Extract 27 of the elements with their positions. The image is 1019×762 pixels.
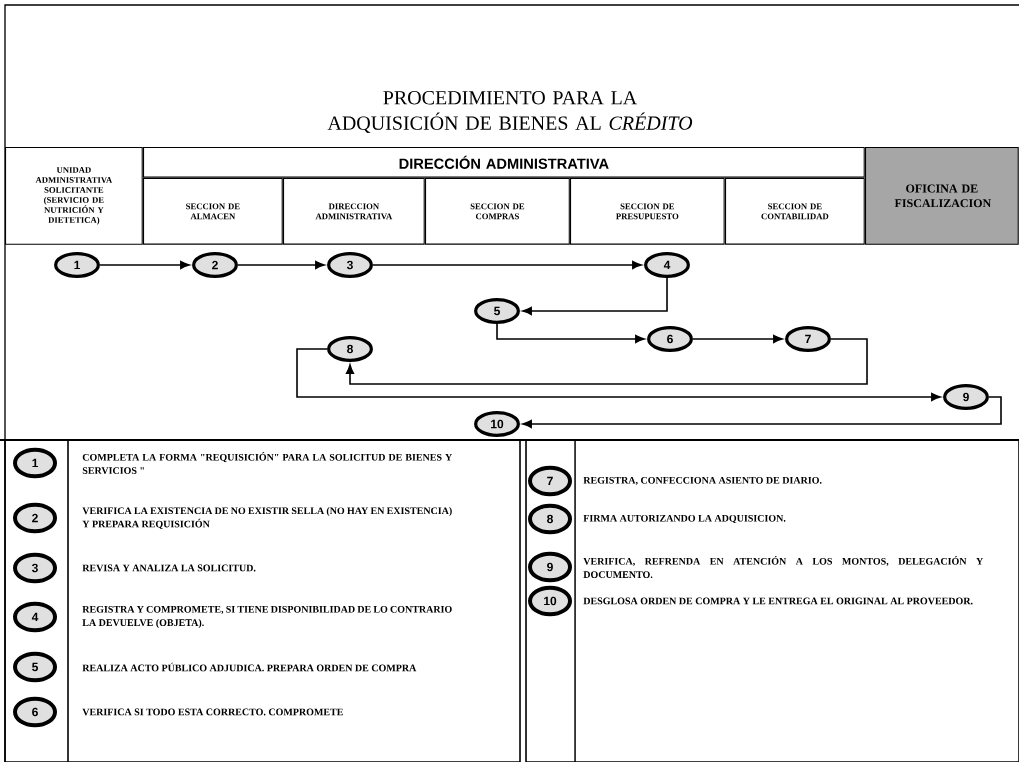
step-description: REGISTRA Y COMPROMETE, SI TIENE DISPONIBILIDAD DE LO CONTRARIO LA DEVUELVE (OBJETA).	[82, 605, 452, 629]
step-description: REALIZA ACTO PÚBLICO ADJUDICA. PREPARA ORDEN DE COMPRA	[82, 662, 417, 672]
step-description: VERIFICA SI TODO ESTA CORRECTO. COMPROMETE	[82, 708, 343, 716]
arrow	[522, 277, 668, 316]
arrow	[99, 260, 190, 270]
column-header: DIRECCION ADMINISTRATIVA	[283, 178, 425, 245]
column-header: SECCION DE ALMACEN	[143, 178, 283, 245]
step-description: COMPLETA LA FORMA "REQUISICIÓN" PARA LA SOLICITUD DE BIENES Y SERVICIOS "	[82, 451, 453, 474]
arrow	[296, 348, 941, 402]
column-header: UNIDAD ADMINISTRATIVA SOLICITANTE (SERVICIO DE NUTRICIÓN Y DIETETICA)	[5, 147, 143, 245]
arrow	[345, 338, 868, 385]
column-header: SECCION DE PRESUPUESTO	[570, 178, 725, 245]
step-description: REVISA Y ANALIZA LA SOLICITUD.	[82, 564, 256, 572]
step-description: REGISTRA, CONFECCIONA ASIENTO DE DIARIO.	[583, 476, 822, 486]
step-description: VERIFICA LA EXISTENCIA DE NO EXISTIR SELLA (NO HAY EN EXISTENCIA) Y PREPARA REQUISICIÓN	[82, 507, 452, 529]
column-header: SECCION DE CONTABILIDAD	[725, 178, 865, 245]
step-description: VERIFICA, REFRENDA EN ATENCIÓN A LOS MONTOS, DELEGACIÓN Y DOCUMENTO.	[583, 555, 984, 579]
office-header: OFICINA DE FISCALIZACION	[865, 147, 1019, 245]
arrow	[692, 334, 783, 344]
arrow	[237, 260, 325, 270]
arrow	[372, 260, 642, 270]
title: PROCEDIMIENTO PARA LA ADQUISICIÓN DE BIENES AL CRÉDITO	[327, 91, 693, 133]
column-header: SECCION DE COMPRAS	[425, 178, 570, 245]
arrow	[522, 396, 1002, 429]
step-description: FIRMA AUTORIZANDO LA ADQUISICION.	[583, 514, 786, 524]
step-description: DESGLOSA ORDEN DE COMPRA Y LE ENTREGA EL ORIGINAL AL PROVEEDOR.	[583, 597, 973, 605]
arrow	[496, 323, 645, 344]
